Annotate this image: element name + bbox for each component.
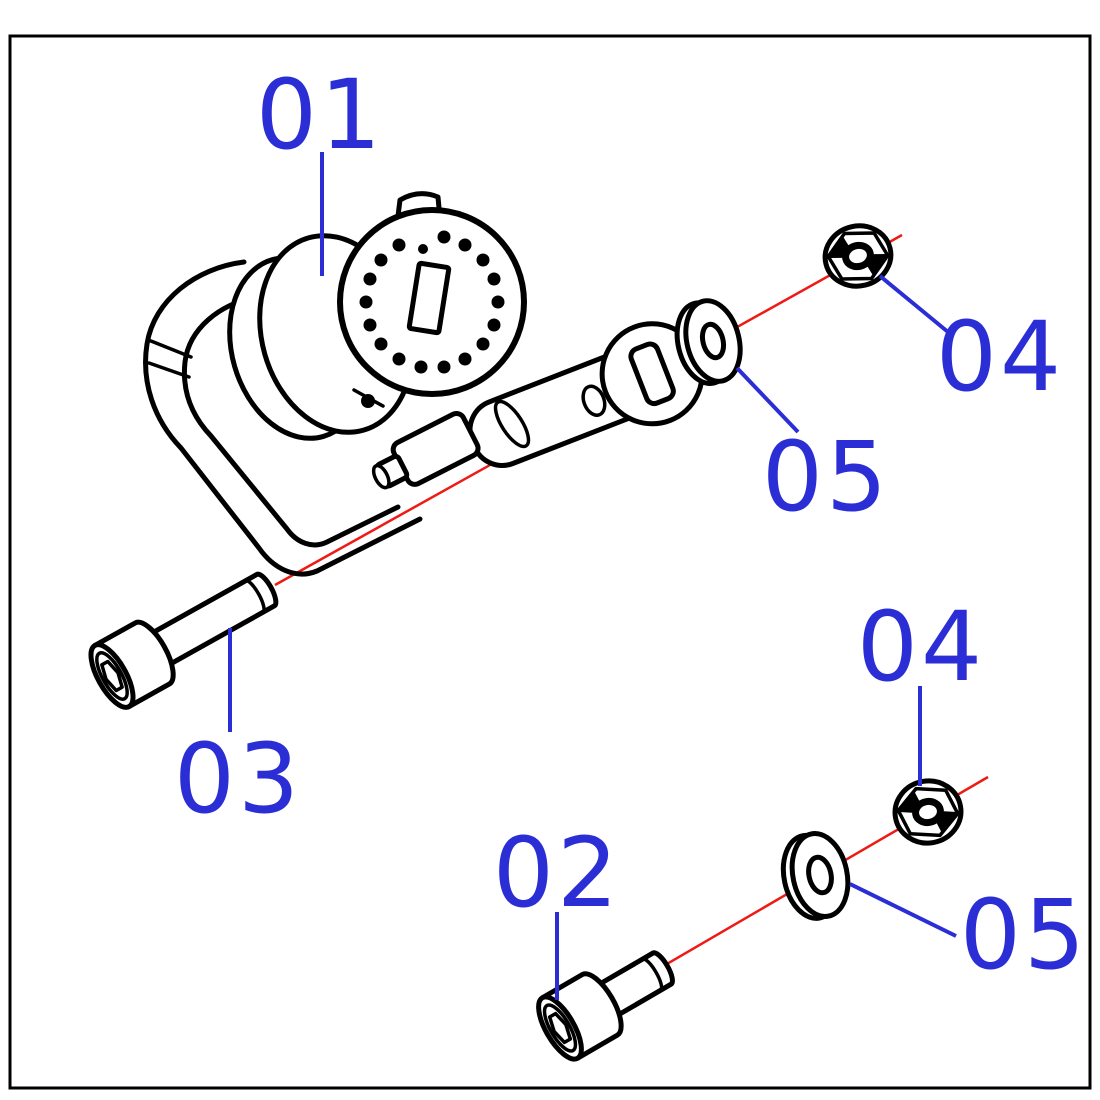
hex-socket [547,1011,573,1045]
nut-hole [912,797,944,827]
dial-dots [359,230,505,374]
bolt-head [539,971,624,1061]
callout-01: 01 [256,59,384,171]
callout-02: 02 [493,817,621,929]
drawing-border [8,34,1092,1090]
part-nut-top [822,223,894,289]
hex-socket [100,659,124,693]
nut-hole [842,241,874,271]
leader-05-bottom [849,882,957,938]
part-indicator-assembly [143,191,705,577]
leader-04-top [878,274,950,334]
bolt-shaft [153,571,279,665]
washer-hole [699,321,727,361]
leader-05-top [735,366,800,434]
boss-slot [628,341,676,407]
bolt-head [92,619,176,710]
callout-labels: 01 04 05 03 02 04 05 [174,59,1088,991]
callout-05-top: 05 [762,421,890,533]
washer-hole [806,854,834,896]
arm-hole [581,384,607,417]
callout-04-top: 04 [936,301,1064,413]
callout-05-bottom: 05 [960,879,1088,991]
part-washer-top [674,298,743,386]
pointer-leaf [493,399,531,449]
plunger [371,410,481,490]
leader-lines [228,152,957,1000]
part-bolt-long [88,571,279,710]
callout-03: 03 [174,723,302,835]
part-nut-bottom [892,778,964,846]
dial-window [406,260,452,336]
bracket [143,259,423,577]
callout-04-bottom: 04 [857,591,985,703]
clamp-screw [352,388,385,408]
part-washer-bottom [780,831,851,921]
part-bolt-short [536,950,675,1062]
